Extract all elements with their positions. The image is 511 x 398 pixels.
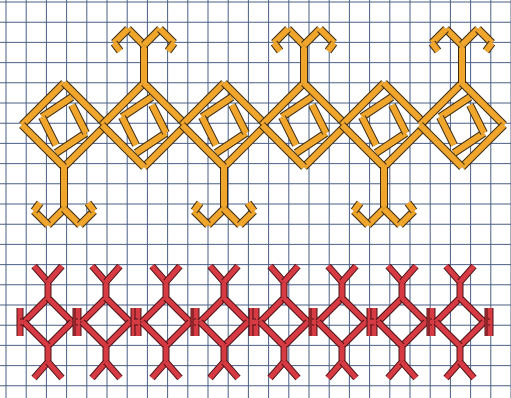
upper-stitch xyxy=(248,203,254,211)
lower-edge-connector xyxy=(20,308,24,336)
upper-stitch xyxy=(486,43,492,51)
upper-stitch xyxy=(408,203,414,211)
upper-stitch xyxy=(432,43,438,51)
upper-stitch xyxy=(274,43,280,51)
upper-stitch xyxy=(168,43,174,51)
upper-stitch xyxy=(88,203,94,211)
upper-stitch xyxy=(328,43,334,51)
upper-stitch xyxy=(34,203,40,211)
upper-stitch xyxy=(114,43,120,51)
upper-stitch xyxy=(354,203,360,211)
upper-stitch xyxy=(194,203,200,211)
